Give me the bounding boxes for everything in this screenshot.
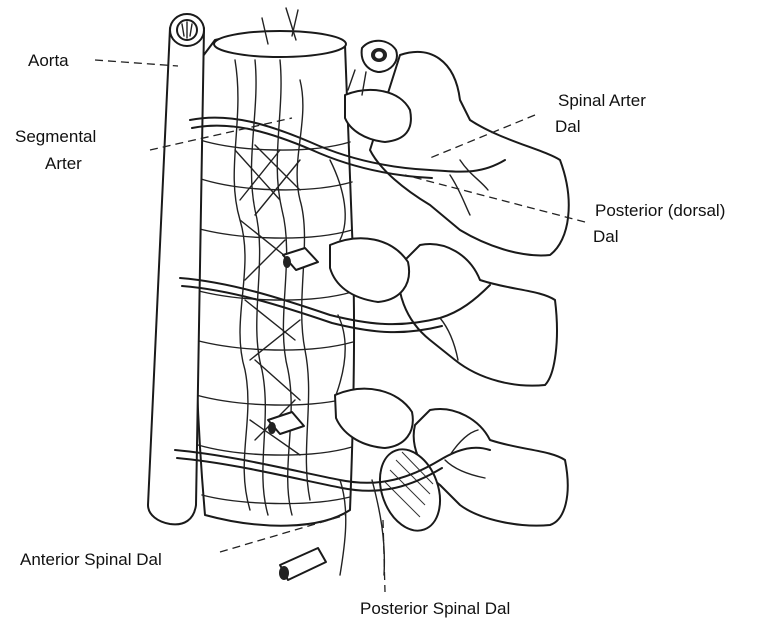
label-segmental-line1: Segmental [15,126,96,147]
label-anterior-spinal: Anterior Spinal Dal [20,549,162,570]
label-posterior-spinal: Posterior Spinal Dal [360,598,510,619]
label-segmental-line2: Arter [45,153,82,174]
label-aorta: Aorta [28,50,69,71]
label-posterior-dorsal-line2: Dal [593,226,619,247]
aorta-vessel [148,14,204,524]
label-spinal-arter-line2: Dal [555,116,581,137]
label-spinal-arter-line1: Spinal Arter [558,90,646,111]
label-posterior-dorsal-line1: Posterior (dorsal) [595,200,725,221]
